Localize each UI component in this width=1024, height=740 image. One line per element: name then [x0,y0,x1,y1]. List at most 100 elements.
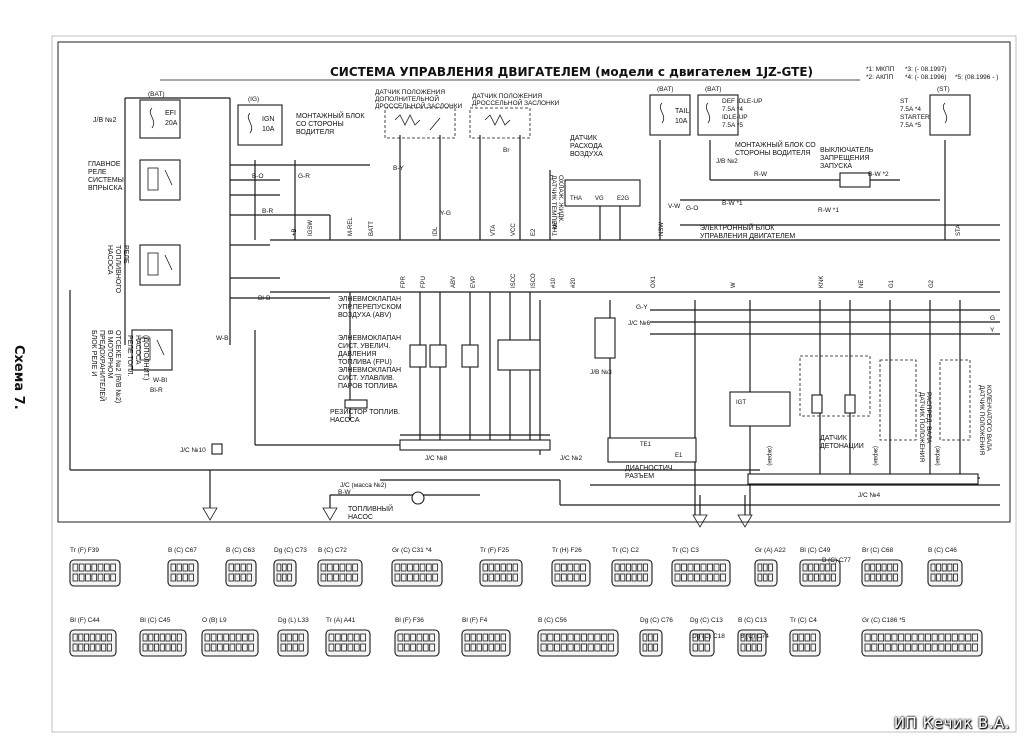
maf-label-line: ДАТЧИК [570,135,598,142]
connector-pin [870,573,876,582]
connector-pin [292,633,298,642]
connector-pin [642,563,648,572]
connector-pin [320,573,327,582]
ecu-pin: ISCC [511,273,517,288]
crank-label-line: КОЛЕНЧАТОГО ВАЛА [985,385,992,452]
connector-pin [871,643,878,652]
connector-pin [757,643,762,652]
connector-pin [768,573,773,582]
wire-label: R-W *1 [818,207,839,214]
connector-pin [825,573,831,582]
connector-pin [240,563,246,572]
connector-pin [287,573,292,582]
connector-pin [631,573,637,582]
connector-pin [281,573,287,582]
connector-pin [958,643,965,652]
fuse-name: TAIL [675,108,689,115]
connector-c31: Gr (C) C31 *4 [391,547,443,587]
connector-pin [757,633,762,642]
jc10: J/C №10 [180,443,223,455]
connector-pin [971,633,978,642]
connector-pin [347,643,354,652]
fuse-amp: 7.5A *4 [722,106,743,113]
ecu-pin: BATT [369,221,375,236]
connector-pin [422,643,429,652]
diagram-frame [57,41,1011,523]
connector-pin [713,573,720,582]
fuse-element [247,112,253,134]
connector-label: Gr (C) C31 *4 [392,547,432,554]
ecu-pin: OX1 [651,275,657,288]
note-4: *4: (- 08.1996) [905,74,947,81]
connector-pin [352,573,358,582]
connector-pin [653,643,658,652]
connector-pin [870,563,876,572]
connector-pin [607,643,614,652]
connector-pin [512,573,518,582]
connector-pin [85,573,91,582]
connector-pin [482,633,488,642]
evap-label-line: СИСТ. УЛАВЛИВ. [338,375,395,382]
connector-label: Gr (C) C186 *5 [862,617,906,624]
main-relay [139,159,181,201]
abv-label-line: ВОЗДУХА (ABV) [338,312,391,319]
fuse-amp: 7.5A *4 [900,106,921,113]
connector-pin [953,563,958,572]
connector-pin [84,643,90,652]
connector-label: Tr (A) A41 [326,617,356,624]
vvt-sensor: ДАТЧИК ПОЛОЖЕНИЯ РАСПРЕД. ВАЛА [879,359,932,462]
connector-pin [580,563,586,572]
connector-pin [223,643,229,652]
connector-pin [72,563,79,572]
connector-pin [416,633,423,642]
connector-c44: Bl (F) C44 [69,617,117,657]
knock-label-line: ДЕТОНАЦИИ [820,443,864,450]
connector-pin [757,573,763,582]
screen-label: (экран) [872,446,878,466]
connector-pin [188,563,194,572]
connector-pin [594,633,601,642]
connector-pin [242,633,248,642]
connector-pin [470,633,476,642]
abv-label: ЭЛНЕВМОКЛАПАН УПР.ПЕРЕПУСКОМ ВОЗДУХА (AB… [338,296,402,319]
abv-label-line: УПР.ПЕРЕПУСКОМ [338,304,402,311]
connector-pin [89,633,95,642]
connector-pin [540,643,547,652]
connector-pin [707,573,713,582]
connector-pin [394,563,401,572]
connector-pin [419,573,426,582]
mount-block-label: МОНТАЖНЫЙ БЛОК СО СТОРОНЫ ВОДИТЕЛЯ [296,111,365,136]
connector-pin [694,573,700,582]
fuse-name: EFI [165,110,176,117]
connector-pin [936,563,942,572]
connector-pin [881,563,887,572]
connector-pin [506,573,512,582]
connector-pin [148,633,154,642]
connector-pin [580,573,586,582]
connector-pin [182,563,188,572]
fuse-tag: (BAT) [657,86,674,93]
connector-pin [642,573,648,582]
connector-pin [298,643,304,652]
connector-pin [945,643,952,652]
mount-block-label-line: МОНТАЖНЫЙ БЛОК [296,111,365,120]
jb3: J/B №3 [590,317,616,376]
wire-label: G-R [298,173,310,180]
connector-pin [422,633,429,642]
connector-pin [681,573,687,582]
connector-shell [639,629,663,657]
connector-pin [353,633,360,642]
fuse-tail: (BAT) TAIL 10A [649,86,691,136]
connector-pin [242,643,248,652]
connector-pin [248,633,254,642]
connector-pin [674,563,681,572]
connector-pin [804,633,810,642]
connector-pin [248,643,254,652]
solenoid-coils [409,339,541,371]
screen-labels: (экран) (экран) (экран) [766,446,940,466]
connector-pin [464,643,470,652]
connector-pin [106,643,112,652]
connector-pin [298,633,304,642]
connector-f4: Bl (F) F4 [461,617,511,657]
jc10-label: J/C №10 [180,447,206,454]
